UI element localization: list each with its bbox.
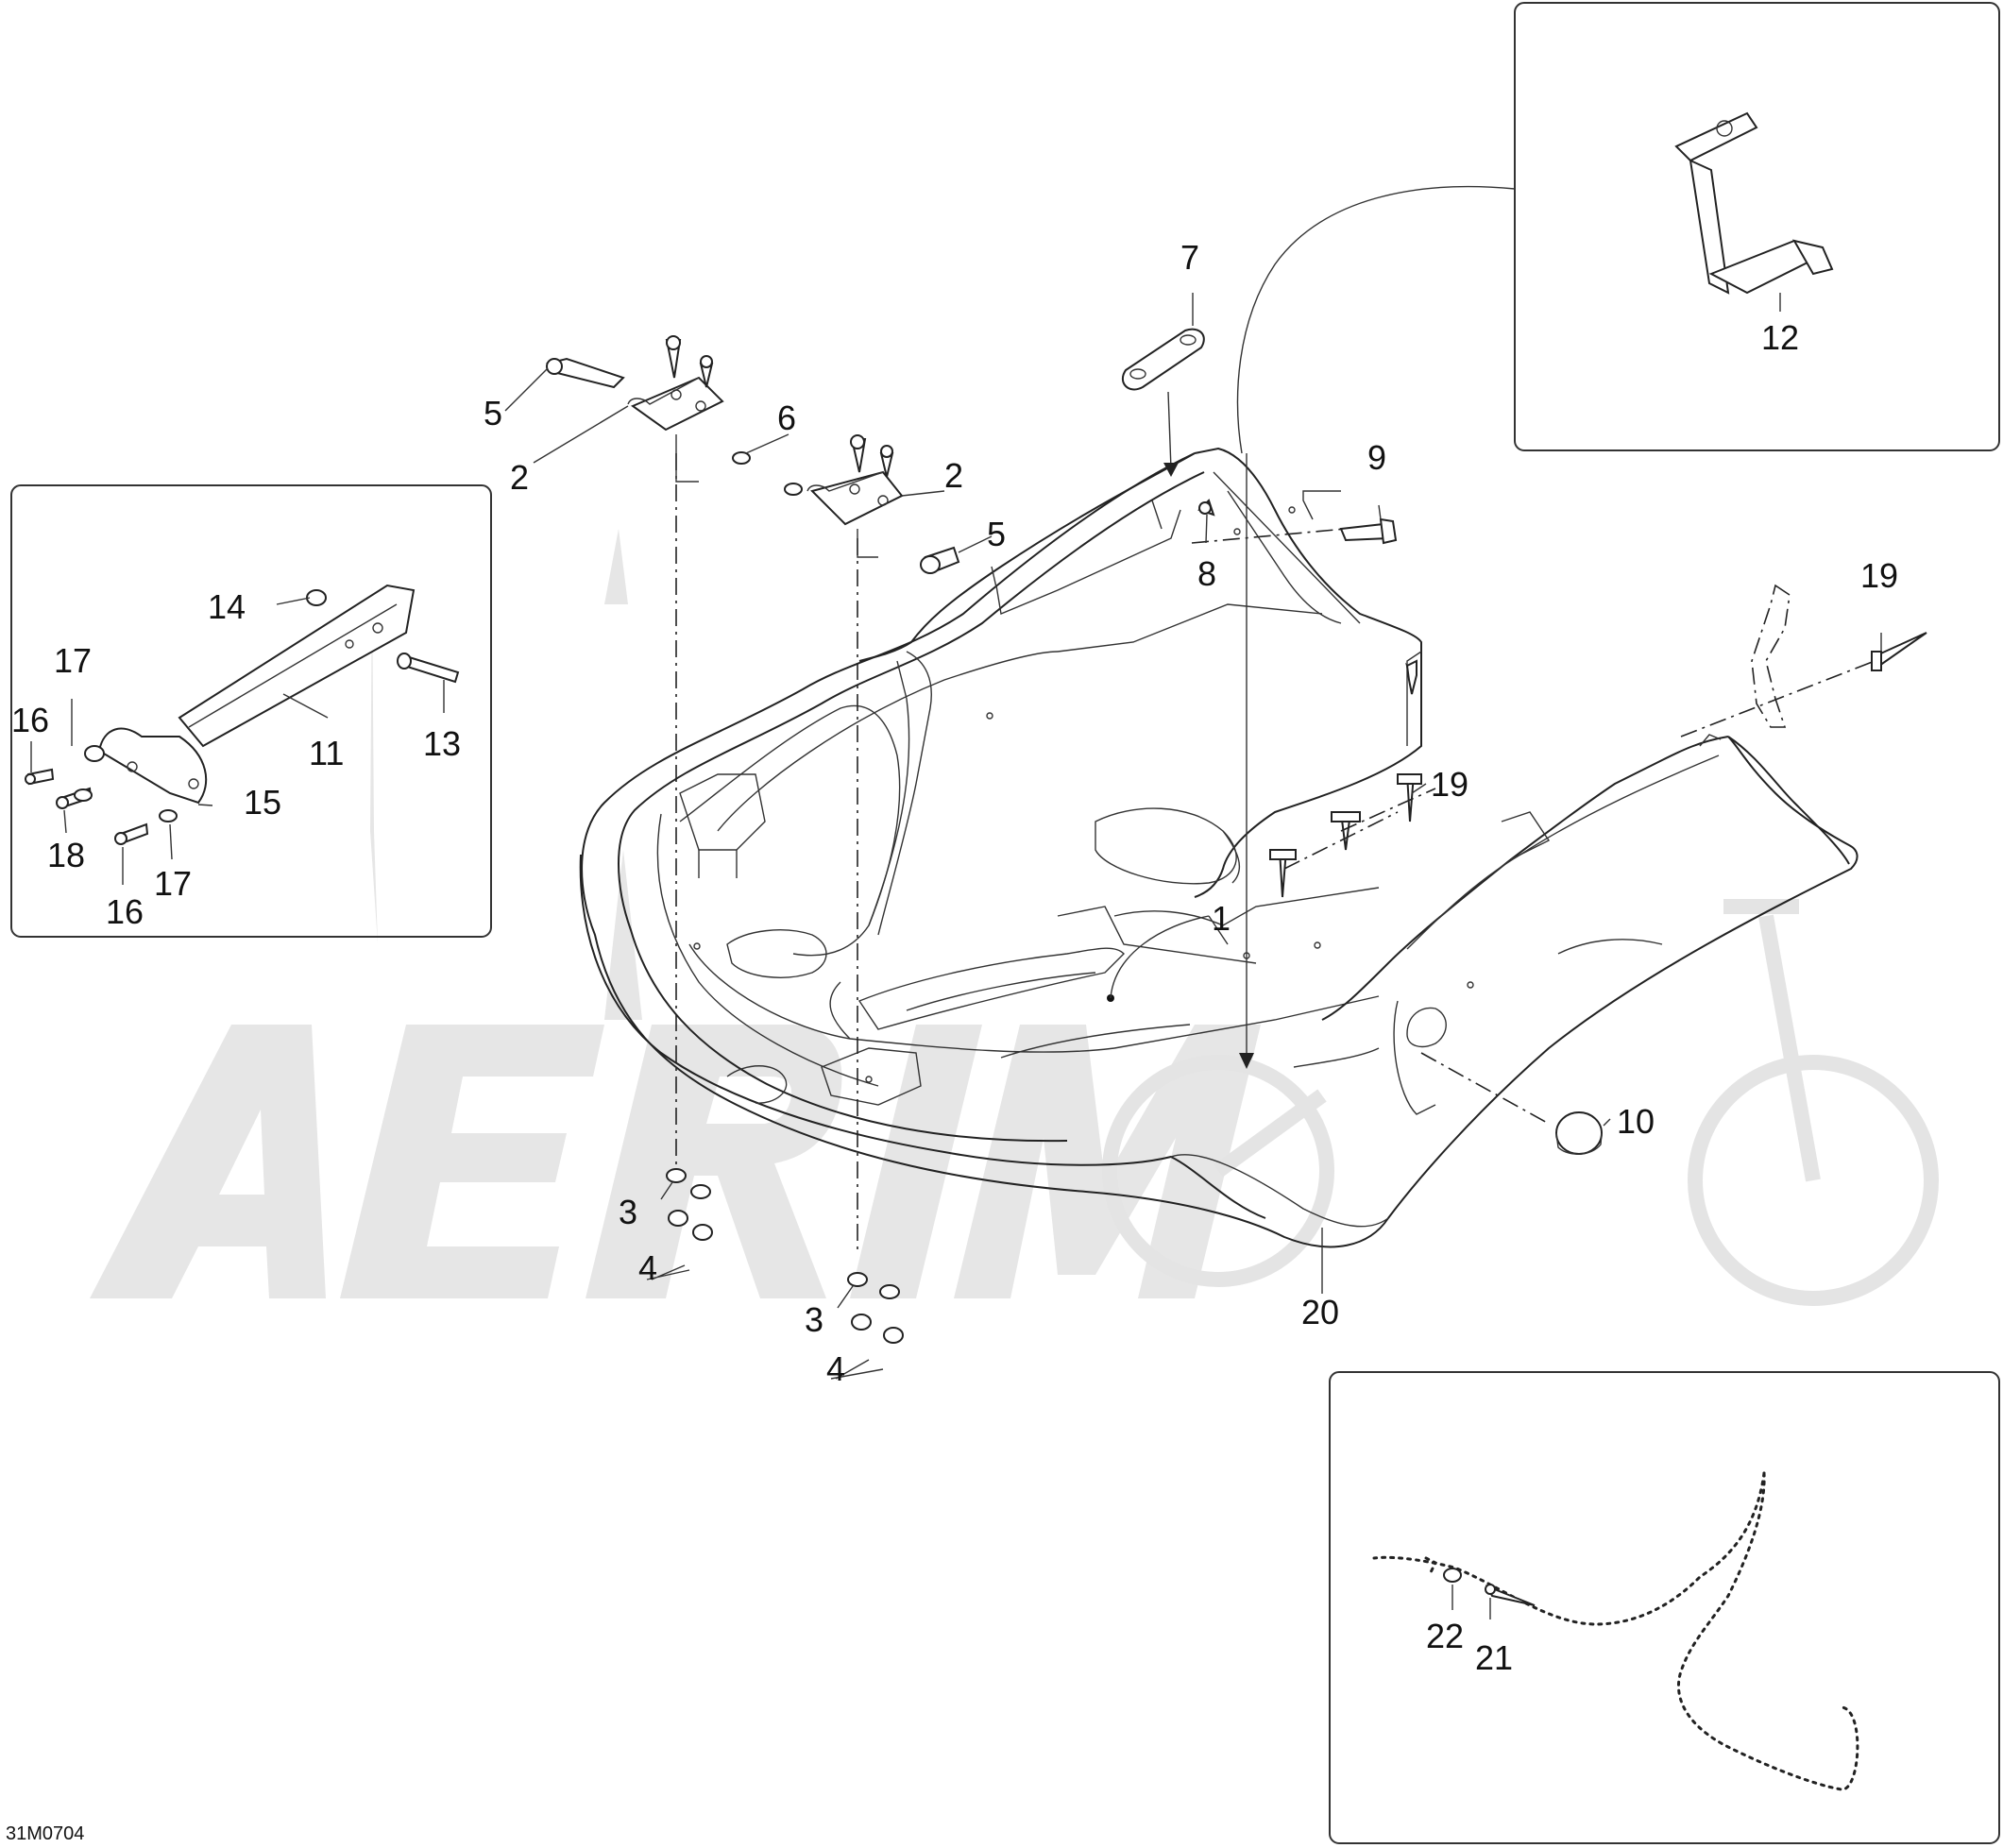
callout-7: 7 — [1180, 238, 1199, 277]
callout-18: 18 — [47, 836, 85, 874]
nuts-washers — [646, 1168, 904, 1380]
callout-2: 2 — [510, 458, 529, 497]
callout-15: 15 — [244, 783, 281, 822]
bottom-pan-part — [579, 447, 1859, 1248]
inset-rivet-detail — [1329, 1371, 2000, 1844]
callout-19: 19 — [1860, 556, 1898, 595]
callout-8: 8 — [1197, 554, 1216, 593]
hinge-bracket-upper — [546, 335, 751, 465]
callout-9: 9 — [1367, 438, 1386, 477]
drawing-code: 31M0704 — [6, 1823, 84, 1844]
hinge-bracket-lower — [784, 434, 960, 574]
callout-22: 22 — [1426, 1617, 1464, 1655]
callout-16: 16 — [11, 701, 49, 739]
callout-12: 12 — [1761, 318, 1799, 357]
callout-4: 4 — [638, 1248, 657, 1287]
bracket-assembly-parts — [25, 584, 460, 845]
callout-6: 6 — [777, 398, 796, 437]
pad-part-7 — [1121, 328, 1205, 391]
inset-clip-detail — [1514, 2, 2000, 451]
callout-5: 5 — [484, 394, 502, 432]
callout-2: 2 — [944, 456, 963, 495]
callout-16: 16 — [106, 892, 144, 931]
watermark-logo — [90, 529, 1939, 1306]
callout-13: 13 — [423, 724, 461, 763]
callout-1: 1 — [1212, 899, 1231, 938]
callout-3: 3 — [805, 1300, 823, 1339]
callout-20: 20 — [1301, 1293, 1339, 1331]
callout-19: 19 — [1431, 765, 1468, 804]
clip-part-12 — [1674, 111, 1834, 312]
callout-3: 3 — [619, 1193, 637, 1231]
fasteners-right — [1197, 499, 1927, 1155]
inset-bracket-assembly — [10, 484, 492, 938]
callout-labels: 1 2 2 3 3 4 4 5 5 6 7 8 9 10 11 12 13 14… — [11, 238, 1898, 1677]
callout-11: 11 — [309, 734, 344, 772]
callout-21: 21 — [1475, 1638, 1513, 1677]
callout-17: 17 — [154, 864, 192, 903]
callout-17: 17 — [54, 641, 92, 680]
leader-lines — [30, 293, 1882, 1619]
callout-14: 14 — [208, 587, 246, 626]
callout-5: 5 — [987, 515, 1006, 553]
alignment-lines — [675, 185, 1876, 1251]
callout-10: 10 — [1617, 1102, 1655, 1141]
callout-4: 4 — [826, 1349, 845, 1388]
rivet-detail-parts — [1372, 1471, 1859, 1791]
